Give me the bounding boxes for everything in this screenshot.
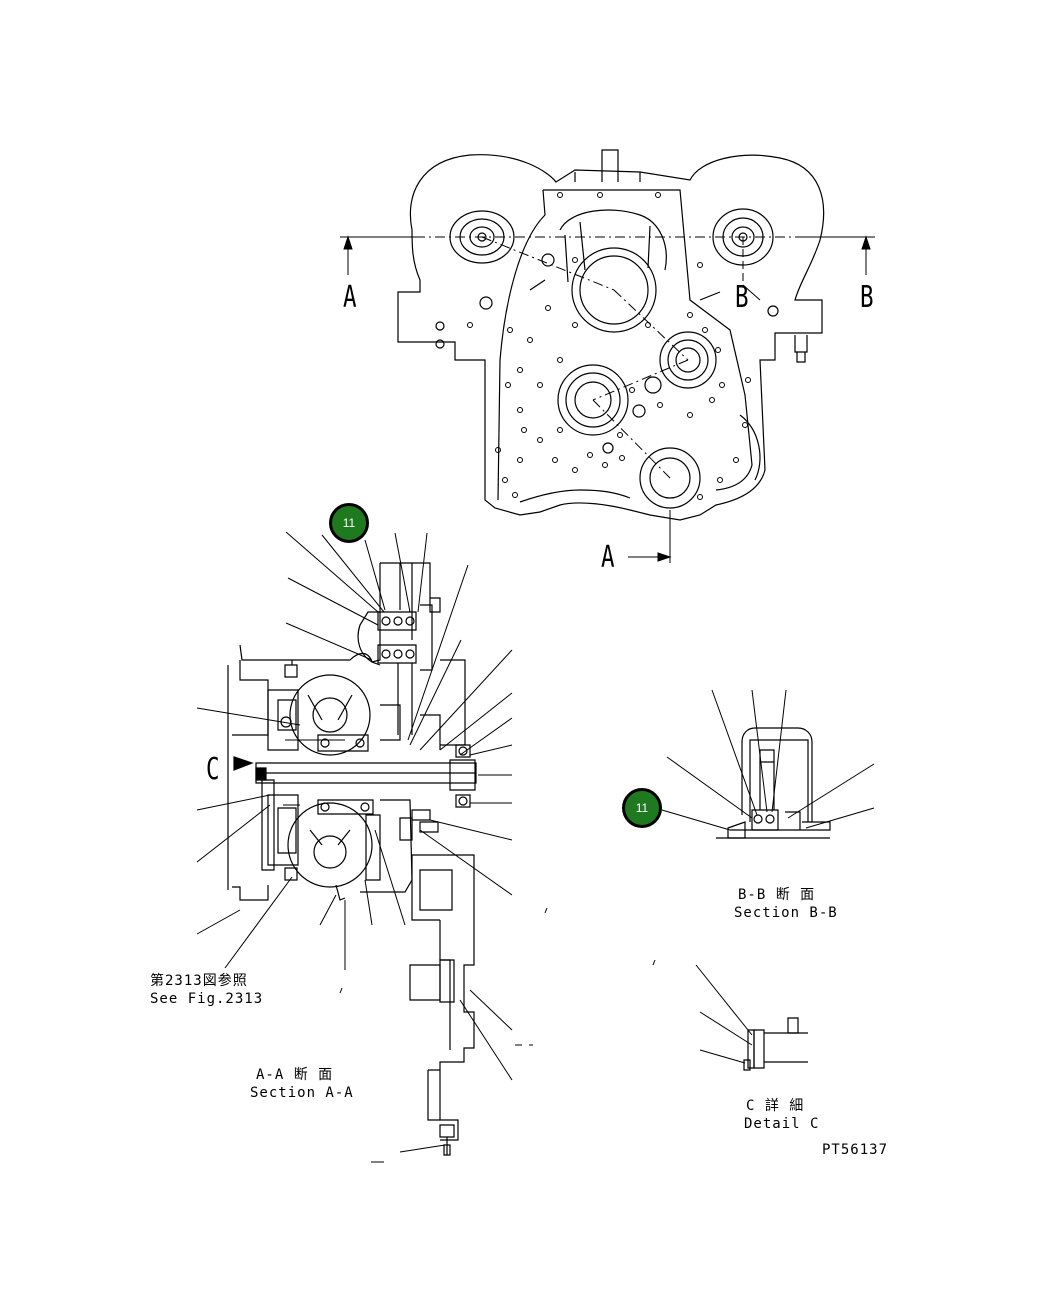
housing-top-view: [398, 150, 824, 520]
stray-marks: [340, 908, 655, 1162]
reference-caption-en: See Fig.2313: [150, 991, 264, 1007]
section-label-b-right: B: [860, 280, 874, 315]
drawing-id: PT56137: [822, 1142, 889, 1158]
leader-lines-aa: [197, 532, 512, 1152]
reference-caption-jp: 第2313図参照: [150, 973, 248, 989]
section-label-a-bottom: A: [601, 540, 615, 575]
section-bb-caption-jp: B-B 断 面: [738, 887, 816, 903]
section-label-b-left: B: [735, 280, 749, 315]
section-lines: [340, 237, 875, 563]
bolt-holes: [468, 193, 751, 500]
detail-c-view: [744, 1018, 808, 1070]
leader-lines-bb: [662, 690, 874, 830]
detail-c-caption-jp: C 詳 細: [746, 1098, 805, 1114]
section-label-a-left: A: [343, 280, 357, 315]
detail-c-marker: C: [206, 752, 220, 787]
callout-part-11-bb[interactable]: 11: [622, 788, 662, 828]
section-aa-view: [228, 563, 476, 1155]
section-aa-caption-jp: A-A 断 面: [256, 1067, 334, 1083]
section-bb-caption-en: Section B-B: [734, 905, 838, 921]
section-aa-caption-en: Section A-A: [250, 1085, 354, 1101]
leader-lines-c: [696, 965, 752, 1063]
section-bb-view: [716, 728, 830, 838]
callout-part-11-aa[interactable]: 11: [329, 503, 369, 543]
detail-c-caption-en: Detail C: [744, 1116, 820, 1132]
